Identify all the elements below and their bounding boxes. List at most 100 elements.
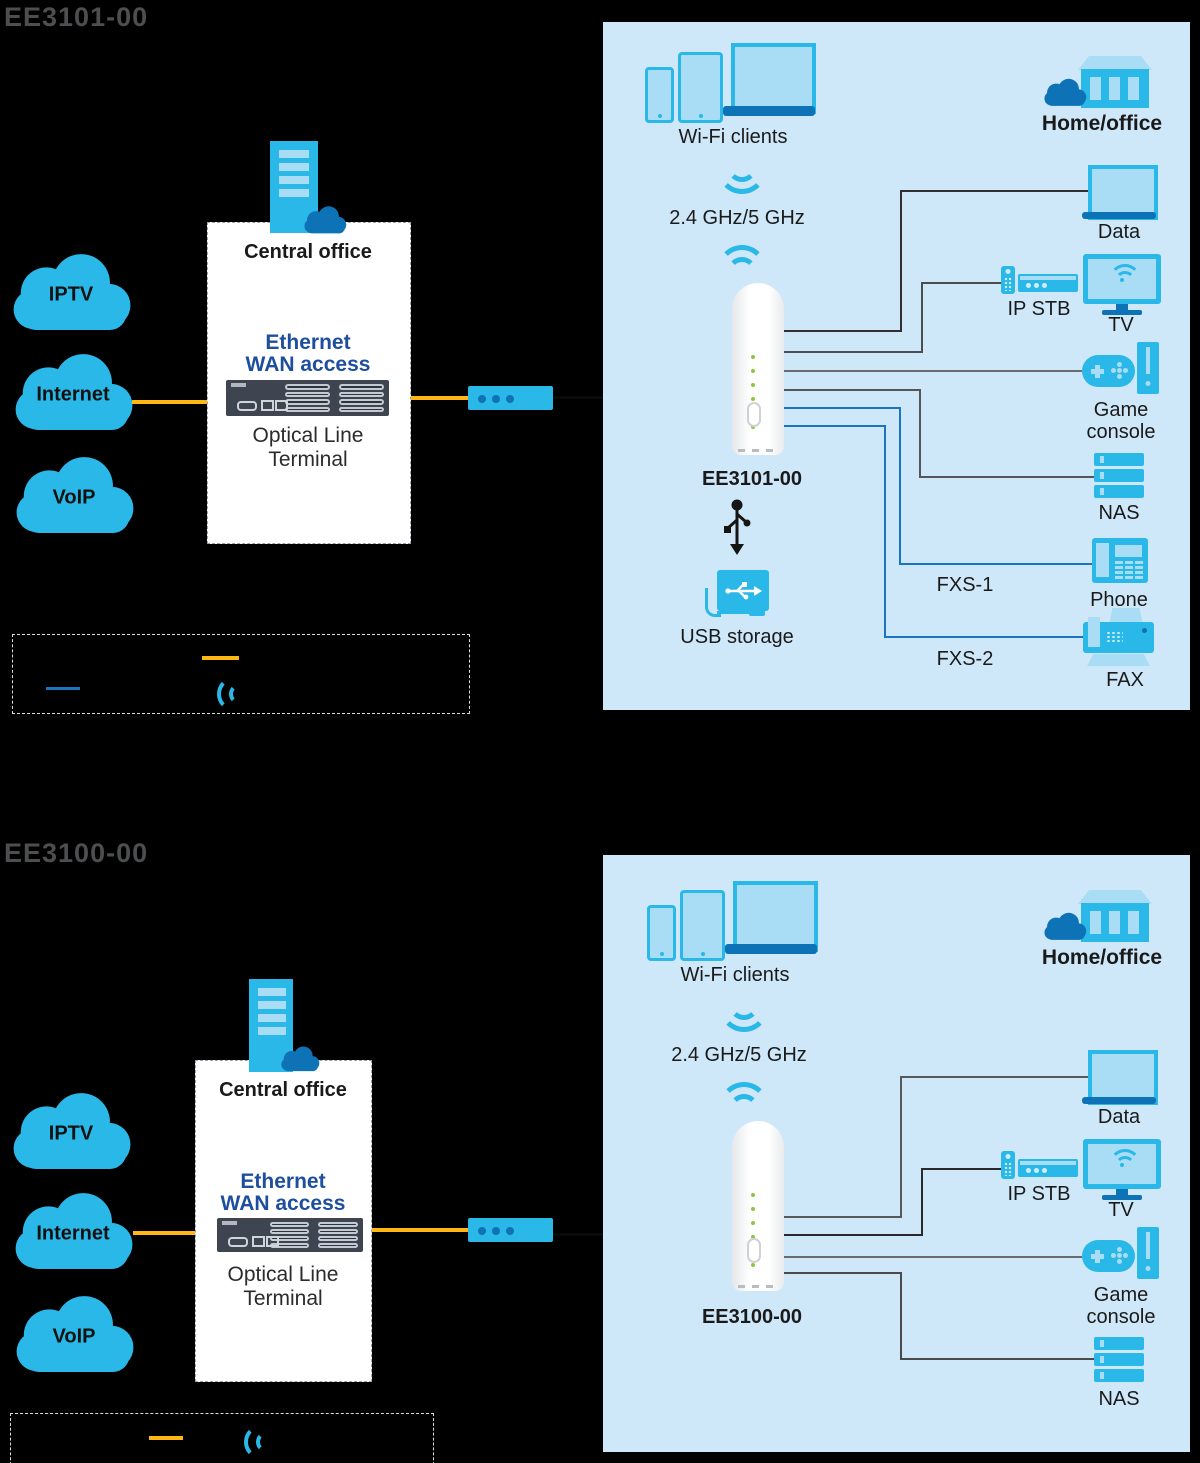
legend-wireless-icon [244,1425,268,1459]
game-console-label-line1: Game [1093,1284,1149,1306]
internet-cloud: Internet [10,1189,136,1271]
ipstb-line [921,1168,923,1236]
wifi-clients-label: Wi-Fi clients [680,964,790,986]
wifi-signal-up-icon [717,245,767,273]
fiber-line-internet-to-olt [133,1231,195,1235]
router-label: EE3100-00 [701,1306,803,1328]
fxs1-label: FXS-1 [936,574,994,596]
voip-label: VoIP [52,486,96,509]
internet-label: Internet [36,1222,110,1245]
usb-plug [749,606,765,616]
nas-icon [1094,1337,1144,1382]
fax-icon [1083,608,1154,666]
band-label: 2.4 GHz/5 GHz [671,1044,807,1066]
fxs2-label: FXS-2 [936,648,994,670]
tv-stand [1102,310,1142,315]
game-controller-icon [1082,1240,1135,1272]
iptv-label: IPTV [48,283,94,306]
iptv-label: IPTV [48,1122,94,1145]
ipstb-label: IP STB [1007,1183,1071,1205]
data-label: Data [1097,1106,1141,1128]
game-controller-icon [1082,355,1135,387]
home-office-label: Home/office [1041,112,1163,135]
smartphone-icon [647,905,676,961]
olt-label-line2: Terminal [268,448,348,471]
home-office-building-icon [1078,56,1152,108]
fxs1-line [899,563,1092,565]
data-line [784,330,902,332]
fxs2-line [884,425,886,637]
wifi-clients-label: Wi-Fi clients [678,126,788,148]
olt-device-icon [226,380,389,416]
legend-fiber-line [202,656,239,660]
fiber-line-internet-to-olt [132,400,207,404]
tv-icon [1083,1139,1161,1189]
nas-line [919,476,1094,478]
central-office-building-icon [270,141,318,233]
ethernet-wan-access-line2: WAN access [220,1192,346,1215]
wifi-signal-down-icon [717,160,767,194]
wifi-signal-down-icon [719,998,769,1032]
band-label: 2.4 GHz/5 GHz [669,207,805,229]
fxs1-line [784,407,901,409]
legend-wireless-icon [217,677,241,711]
internet-label: Internet [36,383,110,406]
tv-stand [1102,1195,1142,1200]
ipstb-line [921,282,1001,284]
internet-cloud: Internet [10,350,136,432]
olt-label-line1: Optical Line [227,1263,339,1286]
tablet-icon [678,52,723,123]
game-line [784,370,1082,372]
remote-icon [1001,1151,1015,1179]
data-laptop-icon [1082,1097,1156,1104]
legend-box-2 [10,1413,434,1463]
nas-line [784,389,921,391]
ont-device-icon [468,1218,553,1242]
nas-label: NAS [1098,502,1140,524]
nas-line [900,1358,1094,1360]
fxs2-line [884,636,1083,638]
legend-ethernet-line [46,687,80,690]
tv-label: TV [1108,1199,1134,1221]
laptop-icon [723,106,815,116]
game-console-tower-icon [1137,342,1159,394]
usb-connector-icon [724,499,751,555]
data-line [900,1076,902,1218]
router-ee3101 [732,283,784,455]
data-laptop-icon [1082,212,1156,219]
home-office-cloud-icon [1043,76,1087,108]
phone-icon [1092,538,1148,583]
tv-icon [1083,254,1161,304]
game-console-label-line2: console [1086,421,1156,443]
data-line [900,190,902,332]
game-console-label-line1: Game [1093,399,1149,421]
office-cloud-icon [280,1044,320,1073]
home-office-label: Home/office [1041,946,1163,969]
central-office-label: Central office [244,241,372,263]
office-cloud-icon [303,204,347,235]
voip-cloud: VoIP [11,1292,137,1374]
tablet-icon [680,890,725,961]
nas-line [900,1272,902,1360]
data-line [900,190,1088,192]
usb-storage-label: USB storage [680,626,794,648]
olt-device-icon [217,1218,363,1252]
ipstb-line [784,351,923,353]
olt-label-line2: Terminal [243,1287,323,1310]
voip-label: VoIP [52,1325,96,1348]
game-line [784,1256,1082,1258]
nas-icon [1094,453,1144,498]
data-line [784,1216,902,1218]
central-office-label: Central office [219,1079,347,1101]
laptop-icon [725,944,817,954]
data-line [900,1076,1088,1078]
game-console-tower-icon [1137,1227,1159,1279]
smartphone-icon [645,67,674,123]
fiber-line-olt-to-ont [370,1228,468,1232]
iptv-cloud: IPTV [8,250,134,332]
olt-label-line1: Optical Line [252,424,364,447]
nas-line [784,1272,902,1274]
router-ee3100 [732,1121,784,1291]
iptv-cloud: IPTV [8,1089,134,1171]
